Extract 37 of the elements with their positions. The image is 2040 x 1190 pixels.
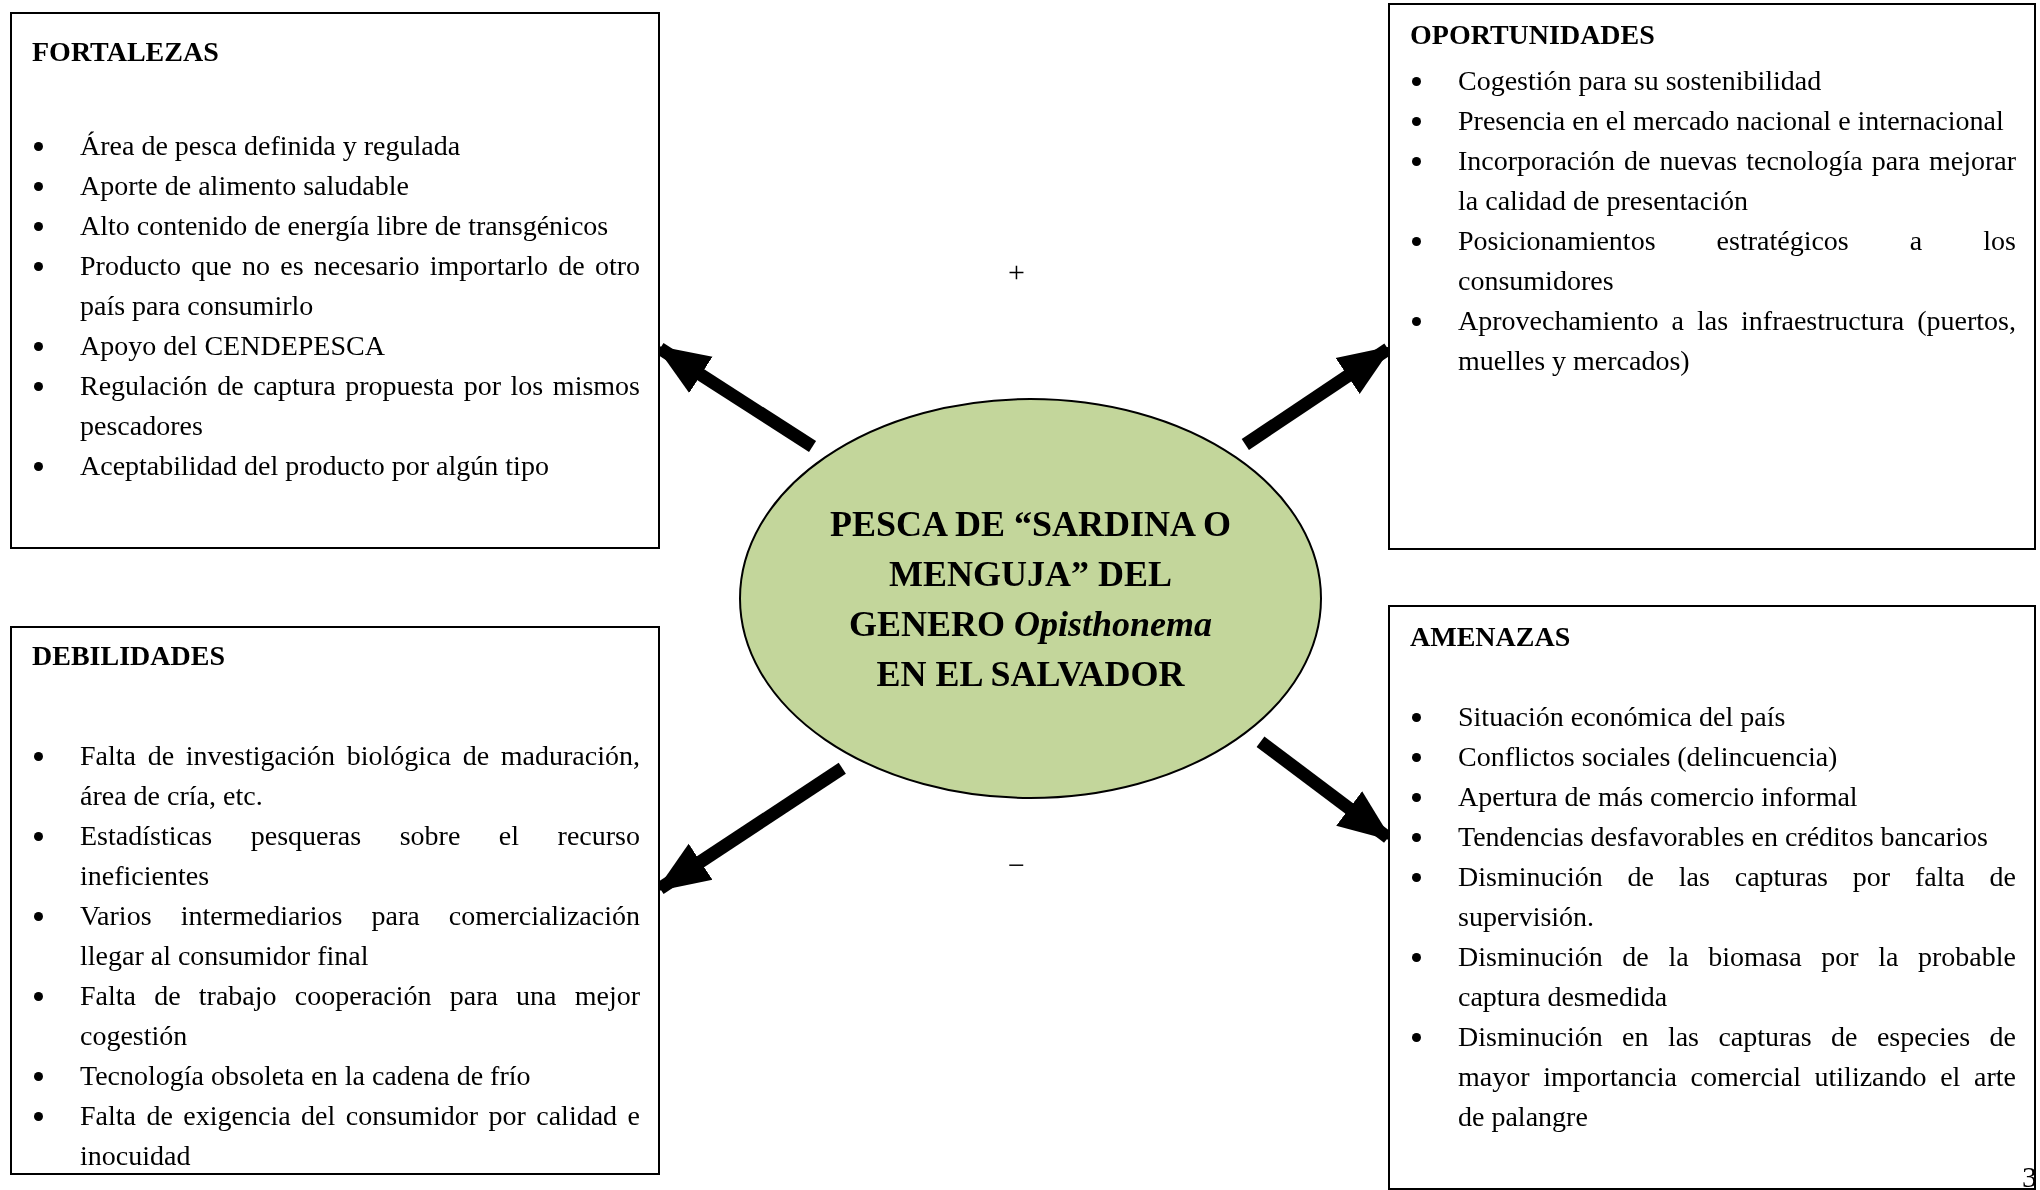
sign-label: + bbox=[1008, 255, 1025, 289]
central-ellipse bbox=[738, 397, 1323, 800]
bullet-item: Disminución de las capturas por falta de supervisión. bbox=[1458, 861, 2016, 932]
central-title: PESCA DE “SARDINA O MENGUJA” DEL GENERO Opisthonema EN EL SALVADOR bbox=[828, 502, 1233, 696]
section-heading: DEBILIDADES bbox=[32, 640, 225, 672]
section-heading: AMENAZAS bbox=[1410, 621, 1571, 653]
sign-label: − bbox=[1008, 848, 1025, 882]
bullet-item: Aceptabilidad del producto por algún tipo bbox=[80, 450, 549, 481]
bullet-item: Falta de investigación biológica de maduración, área de cría, etc. bbox=[80, 740, 640, 811]
bullet-item: Presencia en el mercado nacional e internacional bbox=[1458, 105, 2004, 136]
bullet-item: Falta de trabajo cooperación para una mejor cogestión bbox=[80, 980, 640, 1051]
swot-box bbox=[10, 12, 660, 549]
bullet-item: Tecnología obsoleta en la cadena de frío bbox=[80, 1060, 531, 1091]
swot-box bbox=[10, 626, 660, 1175]
bullet-item: Posicionamientos estratégicos a los consumidores bbox=[1458, 225, 2016, 296]
bullet-item: Apoyo del CENDEPESCA bbox=[80, 330, 385, 361]
bullet-item: Varios intermediarios para comercialización llegar al consumidor final bbox=[80, 900, 640, 971]
bullet-item: Regulación de captura propuesta por los mismos pescadores bbox=[80, 370, 640, 441]
bullet-item: Aporte de alimento saludable bbox=[80, 170, 409, 201]
bullet-item: Disminución de la biomasa por la probable captura desmedida bbox=[1458, 941, 2016, 1012]
bullet-item: Alto contenido de energía libre de transgénicos bbox=[80, 210, 609, 241]
bullet-item: Apertura de más comercio informal bbox=[1458, 781, 1858, 812]
section-heading: OPORTUNIDADES bbox=[1410, 19, 1655, 51]
bullet-item: Situación económica del país bbox=[1458, 701, 1786, 732]
bullet-item: Falta de exigencia del consumidor por calidad e inocuidad bbox=[80, 1100, 640, 1171]
swot-box bbox=[1388, 605, 2036, 1190]
bullet-item: Disminución en las capturas de especies de mayor importancia comercial utilizando el arte de palangre bbox=[1458, 1021, 2016, 1132]
bullet-item: Estadísticas pesqueras sobre el recurso ineficientes bbox=[80, 820, 640, 891]
bullet-item: Cogestión para su sostenibilidad bbox=[1458, 65, 1822, 96]
bullet-item: Aprovechamiento a las infraestructura (puertos, muelles y mercados) bbox=[1458, 305, 2016, 376]
bullet-item: Incorporación de nuevas tecnología para mejorar la calidad de presentación bbox=[1458, 145, 2016, 216]
bullet-item: Producto que no es necesario importarlo de otro país para consumirlo bbox=[80, 250, 640, 321]
bullet-item: Conflictos sociales (delincuencia) bbox=[1458, 741, 1838, 772]
swot-box bbox=[1388, 3, 2036, 550]
section-heading: FORTALEZAS bbox=[32, 36, 219, 68]
bullet-item: Área de pesca definida y regulada bbox=[80, 130, 461, 161]
bullet-item: Tendencias desfavorables en créditos bancarios bbox=[1458, 821, 1988, 852]
